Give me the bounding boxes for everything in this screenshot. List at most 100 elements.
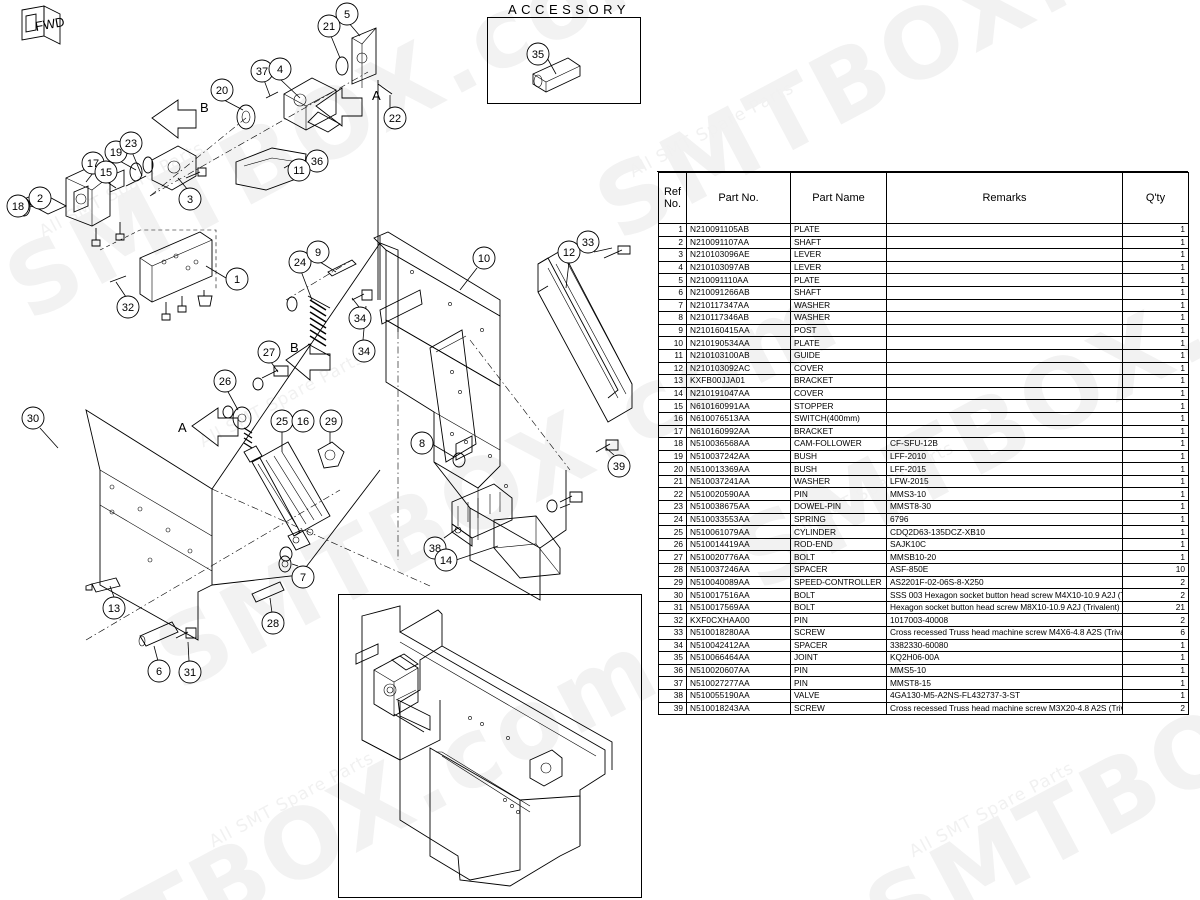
cell-remarks: MMS5-10 (886, 663, 1123, 678)
cell-ref-no: 12 (658, 361, 687, 376)
cell-qty: 2 (1122, 575, 1189, 590)
cell-part-no: N210091110AA (686, 273, 791, 287)
cell-remarks (886, 411, 1123, 426)
cell-ref-no: 27 (658, 550, 687, 565)
cell-part-name: PIN (790, 613, 887, 627)
svg-text:19: 19 (110, 147, 122, 159)
cell-part-no: N510020590AA (686, 487, 791, 502)
cell-qty: 1 (1122, 663, 1189, 678)
cell-remarks: Cross recessed Truss head machine screw … (886, 626, 1123, 640)
cell-ref-no: 9 (658, 323, 687, 338)
cell-part-no: N210103096AE (686, 248, 791, 262)
inner-slant-plate (429, 329, 477, 463)
cell-part-name: PLATE (790, 336, 887, 350)
cell-part-no: N210103092AC (686, 361, 791, 376)
cell-ref-no: 19 (658, 449, 687, 464)
cell-ref-no: 33 (658, 626, 687, 640)
side-strip-plate (379, 289, 423, 325)
svg-text:12: 12 (563, 247, 575, 259)
svg-text:5: 5 (344, 9, 350, 21)
cell-ref-no: 23 (658, 500, 687, 514)
cell-part-name: PLATE (790, 273, 887, 287)
cell-part-name: SPACER (790, 563, 887, 577)
column-header-part-no: Part No. (686, 172, 791, 224)
fwd-view-marker: FWD (21, 5, 66, 45)
cell-ref-no: 16 (658, 411, 687, 426)
svg-text:4: 4 (277, 64, 283, 76)
cell-ref-no: 38 (658, 688, 687, 703)
cell-part-no: N510020776AA (686, 550, 791, 565)
svg-text:24: 24 (294, 257, 306, 269)
cell-part-name: CYLINDER (790, 525, 887, 539)
cell-qty: 1 (1122, 386, 1189, 401)
svg-text:16: 16 (297, 416, 309, 428)
svg-text:10: 10 (478, 253, 490, 265)
cell-ref-no: 31 (658, 600, 687, 615)
cell-ref-no: 22 (658, 487, 687, 502)
cell-part-name: PIN (790, 663, 887, 678)
ref-no-line1: Ref (663, 186, 682, 198)
svg-text:2: 2 (37, 193, 43, 205)
svg-text:26: 26 (219, 376, 231, 388)
watermark-subtext: All SMT Spare Parts (906, 758, 1078, 862)
cell-remarks (886, 273, 1123, 287)
cell-remarks: 4GA130-M5-A2NS-FL432737-3-ST (886, 688, 1123, 703)
cell-part-no: N210103100AB (686, 348, 791, 363)
column-header-part-name: Part Name (790, 172, 887, 224)
section-label-B: B (200, 100, 209, 115)
svg-text:33: 33 (582, 237, 594, 249)
cell-part-no: N210091105AB (686, 223, 791, 237)
cell-part-name: BOLT (790, 550, 887, 565)
cell-part-no: N510036568AA (686, 437, 791, 451)
svg-text:29: 29 (325, 416, 337, 428)
cell-qty: 1 (1122, 285, 1189, 300)
cell-part-name: LEVER (790, 248, 887, 262)
cell-part-no: N610160992AA (686, 424, 791, 439)
cell-qty: 1 (1122, 437, 1189, 451)
cell-qty: 21 (1122, 600, 1189, 615)
section-arrow-B (151, 99, 197, 139)
cell-qty: 1 (1122, 449, 1189, 464)
cell-part-name: VALVE (790, 688, 887, 703)
base-plate-assembly (99, 229, 217, 321)
cell-remarks (886, 298, 1123, 313)
svg-text:3: 3 (187, 194, 193, 206)
cell-remarks: LFF-2010 (886, 449, 1123, 464)
cell-qty: 1 (1122, 311, 1189, 325)
cell-ref-no: 14 (658, 386, 687, 401)
accessory-title: ACCESSORY (508, 2, 630, 17)
svg-text:FWD: FWD (34, 14, 66, 34)
cell-ref-no: 3 (658, 248, 687, 262)
cell-qty: 1 (1122, 248, 1189, 262)
svg-text:7: 7 (300, 572, 306, 584)
cell-part-no: N510017569AA (686, 600, 791, 615)
cell-ref-no: 6 (658, 285, 687, 300)
section-arrow-A (315, 87, 363, 127)
valve-cover-assembly (451, 439, 619, 579)
cell-ref-no: 36 (658, 663, 687, 678)
accessory-box: 35 (487, 17, 641, 104)
cell-part-no: N210117347AA (686, 298, 791, 313)
exploded-diagram: .ln { stroke:#000; stroke-width:0.9; fil… (6, 2, 633, 887)
cell-qty: 1 (1122, 298, 1189, 313)
cell-remarks (886, 348, 1123, 363)
column-header-qty: Q'ty (1122, 172, 1189, 224)
washer-8 (452, 452, 466, 468)
cell-remarks: SSS 003 Hexagon socket button head screw… (886, 588, 1123, 602)
cell-part-no: N510037241AA (686, 474, 791, 489)
cell-remarks (886, 285, 1123, 300)
cell-part-name: PLATE (790, 223, 887, 237)
svg-text:6: 6 (156, 666, 162, 678)
cell-part-name: WASHER (790, 298, 887, 313)
